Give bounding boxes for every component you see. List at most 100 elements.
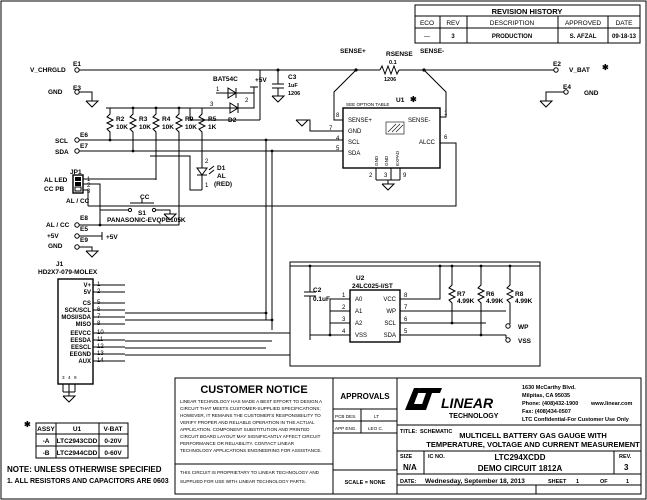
assembly-option-table: ✱ ASSY U1 V-BAT -A LTC2943CDD 0-20V -B L… <box>24 420 129 459</box>
j1-pin-label: EEGND <box>70 352 92 358</box>
title-line2: TEMPERATURE, VOLTAGE AND CURRENT MEASURE… <box>426 440 640 449</box>
r4-ref: R4 <box>162 116 171 123</box>
r5-ref: R5 <box>208 116 217 123</box>
u2-pin2: 2 <box>342 305 346 311</box>
s1-part: PANASONIC-EVQPE105K <box>107 217 186 224</box>
terminal-e1 <box>74 67 80 73</box>
option-b-assy: -B <box>43 450 50 457</box>
rsense-package: 1206 <box>384 77 396 83</box>
scale-label: SCALE = NONE <box>345 480 386 486</box>
r3-ref: R3 <box>139 116 148 123</box>
scl-sda-terminals: SCL E6 SDA E7 <box>55 132 343 330</box>
option-b-u1: LTC2944CDD <box>57 450 98 457</box>
r6-value: 4.99K <box>486 298 504 305</box>
company-address1: 1630 McCarthy Blvd. <box>522 385 576 391</box>
customer-notice-line: CIRCUIT THAT MEETS CUSTOMER-SUPPLIED SPE… <box>180 406 321 411</box>
customer-notice-line: HOWEVER, IT REMAINS THE CUSTOMER'S RESPO… <box>180 413 321 418</box>
r9-ref: R9 <box>185 116 194 123</box>
u1-scl: SCL <box>348 140 360 146</box>
jp1-pin1: 1 <box>87 177 91 183</box>
rev-cell-approved: S. AFZAL <box>570 34 597 40</box>
option-a-vbat: 0-20V <box>104 438 122 445</box>
rsense-ref: RSENSE <box>386 51 413 58</box>
rev-label: REV. <box>619 454 632 460</box>
u1-gnd-pin2: GND <box>374 155 379 166</box>
u1-gnd-pin3: GND <box>384 155 389 166</box>
net-vss: VSS <box>518 338 532 345</box>
u1-expad: EXPAD <box>395 150 400 166</box>
customer-notice-line: CIRCUIT BOARD LAYOUT MAY SIGNIFICANTLY A… <box>180 434 321 439</box>
u1-pin7: 7 <box>329 126 333 132</box>
note-line1: NOTE: UNLESS OTHERWISE SPECIFIED <box>7 465 162 474</box>
u2-a2: A2 <box>355 321 363 327</box>
d1-pin2: 2 <box>205 159 209 165</box>
j1-ref: J1 <box>56 261 64 268</box>
pullup-resistor-bank: R2 10K R3 10K R4 10K R9 10K R5 1K <box>105 106 217 225</box>
j1-pin-label: EESDA <box>70 338 91 344</box>
net-v-chrgld: V_CHRGLD <box>30 67 66 74</box>
u2-a0: A0 <box>355 297 363 303</box>
r5-value: 1K <box>208 124 217 131</box>
customer-notice-line: PERFORMANCE OR RELIABILITY. CONTACT LINE… <box>180 441 295 446</box>
u1-gnd: GND <box>348 129 362 135</box>
j1-pin-label: AUX <box>78 359 91 365</box>
customer-notice-line: LINEAR TECHNOLOGY HAS MADE A BEST EFFORT… <box>180 399 323 404</box>
rsense-value: 0.1 <box>389 60 397 66</box>
u2-a1: A1 <box>355 309 363 315</box>
logo-subtext: TECHNOLOGY <box>449 413 499 420</box>
u1-pin3: 3 <box>384 173 388 179</box>
net-sense-plus: SENSE+ <box>340 48 366 55</box>
eeprom-pullups: R7 4.99K R6 4.99K R8 4.99K WP VSS <box>447 264 533 345</box>
company-web: www.linear.com <box>590 401 632 407</box>
u2-pin6: 6 <box>404 317 408 323</box>
u2-vss: VSS <box>355 333 367 339</box>
resistor-r7: R7 4.99K <box>447 266 475 325</box>
rev-header-eco: ECO <box>420 20 434 27</box>
title-value: SCHEMATIC <box>420 429 452 435</box>
net-sda: SDA <box>55 149 69 156</box>
jp1-al-cc: AL / CC <box>66 198 90 205</box>
d2-pin1: 1 <box>216 87 220 93</box>
rev-value: 3 <box>624 463 629 472</box>
u2-pin8: 8 <box>404 293 408 299</box>
title-block: CUSTOMER NOTICE LINEAR TECHNOLOGY HAS MA… <box>174 377 642 495</box>
icno-label: IC NO. <box>428 454 445 460</box>
terminal-e2 <box>553 67 559 73</box>
r8-ref: R8 <box>515 291 524 298</box>
terminal-e4-label: E4 <box>563 84 571 91</box>
u2-eeprom-section: C2 0.1uF U2 24LC025-I/ST A0 A1 A2 VSS VC… <box>289 261 541 367</box>
net-wp: WP <box>518 324 529 331</box>
customer-notice-line: TECHNOLOGY APPLICATIONS ENGINEERING FOR … <box>180 448 322 453</box>
resistor-r5: R5 1K <box>197 108 217 150</box>
j1-pin-label: CS <box>83 301 91 307</box>
logo-text: LINEAR <box>441 395 494 411</box>
u1-ref: U1 <box>396 97 405 104</box>
sheet-value: 1 <box>576 479 579 485</box>
d2-pin3: 3 <box>210 102 214 108</box>
j1-gnd-pin3: 3 <box>62 375 65 380</box>
rev-cell-eco: — <box>424 34 430 40</box>
customer-notice-line: VERIFY PROPER AND RELIABLE OPERATION IN … <box>180 420 315 425</box>
j1-gnd-pin9: 9 <box>74 375 77 380</box>
resistor-r8: R8 4.99K <box>505 266 533 311</box>
terminal-e5-label: E5 <box>80 226 88 233</box>
r8-value: 4.99K <box>515 298 533 305</box>
proprietary-line2: SUPPLIED FOR USE WITH LINEAR TECHNOLOGY … <box>180 479 306 484</box>
r2-ref: R2 <box>116 116 125 123</box>
u1-pin5: 5 <box>336 146 340 152</box>
title-line1: MULTICELL BATTERY GAS GAUGE WITH <box>459 431 607 440</box>
approvals-pcb-des-value: LT <box>374 414 379 419</box>
size-value: N/A <box>403 463 417 472</box>
s1-cc: CC <box>140 194 150 201</box>
u1-sda: SDA <box>348 151 360 157</box>
net-scl: SCL <box>55 138 68 145</box>
u1-pin2: 2 <box>369 173 373 179</box>
icno-value: LTC294XCDD <box>495 453 546 462</box>
revision-title: REVISION HISTORY <box>492 7 563 16</box>
terminal-e3-label: E3 <box>73 85 81 92</box>
u2-ref: U2 <box>356 275 365 282</box>
d1-color: (RED) <box>214 181 232 188</box>
